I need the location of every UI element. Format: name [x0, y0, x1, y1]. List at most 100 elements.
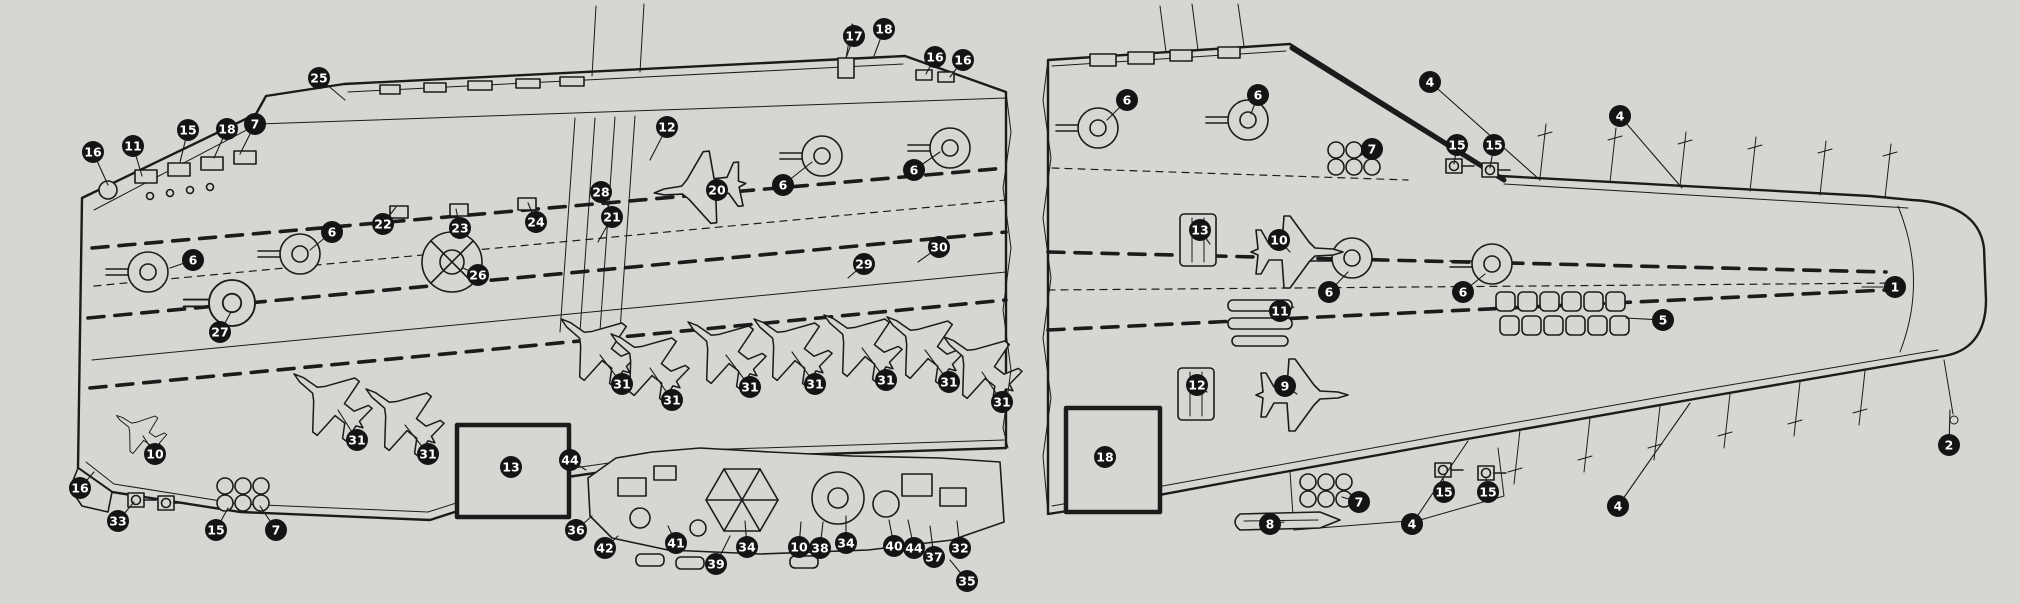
svg-text:6: 6: [779, 178, 788, 193]
svg-text:37: 37: [925, 550, 942, 565]
callout-40: 40: [883, 535, 905, 557]
callout-31: 31: [804, 373, 826, 395]
callout-7: 7: [244, 113, 266, 135]
callout-6: 6: [1116, 89, 1138, 111]
svg-text:7: 7: [272, 523, 281, 538]
svg-text:11: 11: [124, 139, 141, 154]
svg-text:40: 40: [885, 539, 903, 554]
svg-text:5: 5: [1659, 313, 1668, 328]
ciws-gun: [1481, 162, 1511, 178]
callout-44: 44: [903, 537, 925, 559]
svg-text:20: 20: [708, 183, 726, 198]
svg-text:31: 31: [993, 395, 1010, 410]
callout-27: 27: [209, 321, 231, 343]
callout-4: 4: [1609, 105, 1631, 127]
svg-text:16: 16: [926, 50, 944, 65]
deck-edge-antennas-top: [1537, 123, 1898, 199]
svg-text:15: 15: [1479, 485, 1496, 500]
svg-text:16: 16: [84, 145, 102, 160]
callout-16: 16: [82, 141, 104, 163]
svg-text:21: 21: [603, 210, 620, 225]
svg-text:17: 17: [845, 29, 862, 44]
bow-deck-inner-line-right: [1503, 183, 1909, 209]
aft-section: [69, 3, 1035, 570]
callout-6: 6: [182, 249, 204, 271]
svg-text:31: 31: [741, 380, 758, 395]
callout-31: 31: [611, 373, 633, 395]
svg-text:38: 38: [811, 541, 828, 556]
callout-34: 34: [736, 536, 758, 558]
callout-10: 10: [788, 536, 810, 558]
bow-section: [1042, 3, 1988, 531]
svg-text:16: 16: [71, 481, 89, 496]
svg-text:6: 6: [1325, 285, 1334, 300]
callout-15: 15: [1477, 481, 1499, 503]
callout-38: 38: [809, 537, 831, 559]
svg-text:31: 31: [806, 377, 823, 392]
callout-8: 8: [1259, 513, 1281, 535]
svg-text:12: 12: [1188, 378, 1205, 393]
svg-text:7: 7: [1355, 495, 1364, 510]
svg-text:44: 44: [905, 541, 923, 556]
callout-5: 5: [1652, 309, 1674, 331]
svg-text:13: 13: [502, 460, 519, 475]
svg-text:18: 18: [1096, 450, 1113, 465]
svg-text:6: 6: [1459, 285, 1468, 300]
svg-text:31: 31: [663, 393, 680, 408]
callout-4: 4: [1607, 495, 1629, 517]
deck-break-line: [1002, 91, 1012, 449]
svg-text:15: 15: [207, 523, 224, 538]
svg-text:41: 41: [667, 536, 684, 551]
callout-41: 41: [665, 532, 687, 554]
ski-jump-ramp-line: [1897, 205, 1914, 353]
deck-machinery: [389, 197, 537, 219]
callout-15: 15: [1446, 134, 1468, 156]
callout-6: 6: [321, 221, 343, 243]
callout-24: 24: [525, 211, 547, 233]
svg-text:33: 33: [109, 514, 126, 529]
svg-text:25: 25: [310, 71, 327, 86]
island-superstructure: [587, 447, 1005, 570]
svg-text:42: 42: [596, 541, 613, 556]
svg-text:34: 34: [837, 536, 855, 551]
svg-text:8: 8: [1266, 517, 1275, 532]
callout-30: 30: [928, 236, 950, 258]
anchor-line: [1943, 359, 1959, 425]
svg-text:30: 30: [930, 240, 948, 255]
callout-31: 31: [417, 443, 439, 465]
svg-text:1: 1: [1891, 280, 1900, 295]
callout-1: 1: [1884, 276, 1906, 298]
svg-text:10: 10: [146, 447, 164, 462]
callout-6: 6: [1247, 84, 1269, 106]
callout-37: 37: [923, 546, 945, 568]
svg-text:6: 6: [328, 225, 337, 240]
callout-7: 7: [1348, 491, 1370, 513]
svg-text:6: 6: [1254, 88, 1263, 103]
callout-11: 11: [1269, 300, 1291, 322]
callout-4: 4: [1401, 513, 1423, 535]
angled-deck-edge: [1289, 45, 1507, 183]
callout-16: 16: [924, 46, 946, 68]
bow-hull-outline: [1046, 42, 1988, 516]
svg-text:15: 15: [1448, 138, 1465, 153]
antenna-masts: [591, 3, 645, 77]
callout-23: 23: [449, 217, 471, 239]
svg-text:18: 18: [875, 22, 892, 37]
svg-text:32: 32: [951, 541, 968, 556]
callout-20: 20: [706, 179, 728, 201]
deck-edge-equipment-top: [379, 76, 585, 95]
svg-text:28: 28: [592, 185, 609, 200]
svg-text:26: 26: [469, 268, 487, 283]
svg-text:15: 15: [1485, 138, 1502, 153]
callout-15: 15: [1433, 481, 1455, 503]
svg-text:18: 18: [218, 122, 235, 137]
callout-39: 39: [705, 553, 727, 575]
callout-15: 15: [1483, 134, 1505, 156]
svg-text:31: 31: [940, 375, 957, 390]
callout-31: 31: [739, 376, 761, 398]
callout-35: 35: [956, 570, 978, 592]
callout-6: 6: [772, 174, 794, 196]
callout-26: 26: [467, 264, 489, 286]
